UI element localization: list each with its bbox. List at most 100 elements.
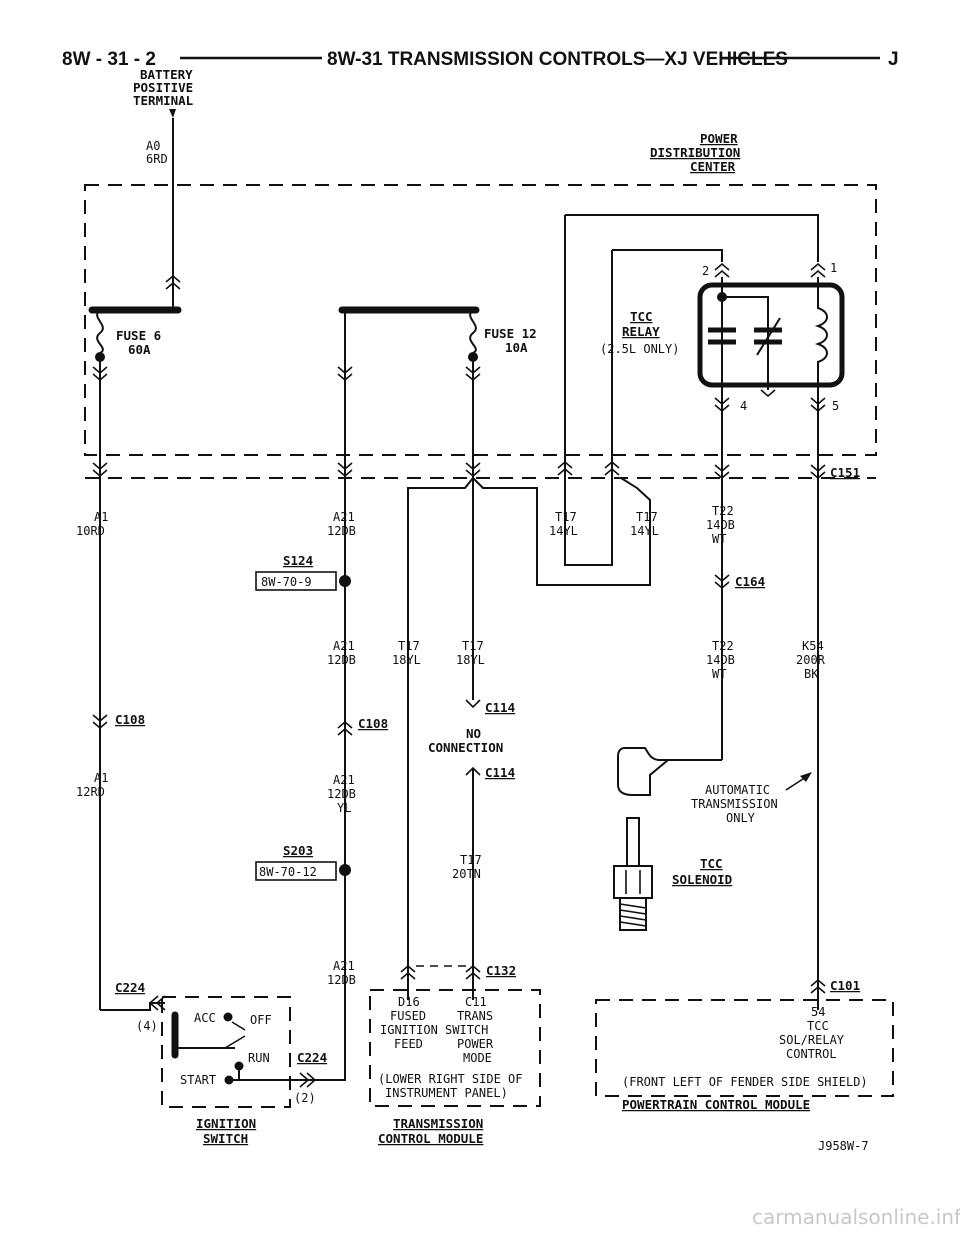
solenoid-body (613, 865, 653, 899)
connector-symbol (337, 462, 353, 478)
c114-no-connection: C114 NO CONNECTION C114 T17 18YL T17 18Y… (392, 639, 515, 1000)
ignition-name-1: IGNITION (196, 1116, 256, 1131)
relay-label-2: RELAY (622, 324, 660, 339)
page-title: 8W-31 TRANSMISSION CONTROLS—XJ VEHICLES (327, 49, 788, 70)
watermark: carmanualsonline.info (752, 1205, 960, 1229)
ignition-acc-label: ACC (194, 1011, 216, 1025)
connector-c224-label: C224 (297, 1050, 327, 1065)
connector-symbol (465, 462, 481, 478)
ignition-switch-outline (161, 996, 291, 1108)
wire-label: A1 (94, 771, 108, 785)
wire-label: 18YL (456, 653, 485, 667)
relay-coil (814, 277, 828, 410)
wire-a21-ignition (229, 975, 346, 1081)
splice-s124-ref: 8W-70-9 (261, 575, 312, 589)
wire-label: T17 (555, 510, 577, 524)
tcm-outline (369, 989, 541, 1107)
connector-c101-symbol (810, 978, 826, 994)
wire-label: A21 (333, 639, 355, 653)
auto-note-1: AUTOMATIC (705, 783, 770, 797)
wire-label: YL (337, 801, 351, 815)
connector-c114-label: C114 (485, 700, 515, 715)
wire-label: T17 (398, 639, 420, 653)
tcm-pin-d16: D16 (398, 995, 420, 1009)
connector-pin-2: (2) (294, 1091, 316, 1105)
pdc-label-2: DISTRIBUTION (650, 145, 740, 160)
wire-label: A21 (333, 773, 355, 787)
ignition-blade (224, 1035, 246, 1049)
page-number: 8W - 31 - 2 (62, 49, 156, 70)
wire-t17-loop-left (407, 477, 474, 1000)
wire-label: A21 (333, 959, 355, 973)
pcm-label-3: CONTROL (786, 1047, 837, 1061)
wire-label: 14YL (549, 524, 578, 538)
tcm-d16-label: FUSED (390, 1009, 426, 1023)
pdc-label-3: CENTER (690, 159, 736, 174)
fuse-6: FUSE 6 60A A1 10RD C108 A1 12RD (76, 306, 182, 1010)
powertrain-control-module: C101 54 TCC SOL/RELAY CONTROL (FRONT LEF… (595, 978, 894, 1112)
wire-t17-loop-right (472, 477, 651, 586)
wire-label: 12RD (76, 785, 105, 799)
ignition-off-blade (231, 1021, 246, 1031)
fuse-6-label: FUSE 6 (116, 328, 161, 343)
fuse-6-element (96, 309, 104, 354)
tcm-c11-label: MODE (463, 1051, 492, 1065)
no-connection-label-1: NO (466, 726, 481, 741)
connector-symbol (337, 366, 353, 382)
battery-terminal: BATTERY POSITIVE TERMINAL A0 6RD (133, 67, 194, 310)
tcm-d16-label: FEED (394, 1037, 423, 1051)
connector-symbol (760, 389, 776, 398)
tcc-relay: TCC RELAY (2.5L ONLY) 2 1 4 5 (600, 261, 845, 413)
connector-symbol (714, 464, 730, 480)
splice-s124: S124 8W-70-9 (255, 553, 351, 591)
tcm-location-2: INSTRUMENT PANEL) (385, 1086, 508, 1100)
wire-label: 200R (796, 653, 826, 667)
connector-symbol (465, 366, 481, 382)
connector-c132: C132 (400, 963, 516, 980)
wire-label: A21 (333, 510, 355, 524)
connector-c108-label: C108 (115, 712, 145, 727)
connector-c132-label: C132 (486, 963, 516, 978)
connector-symbol (400, 964, 416, 980)
transmission-control-module: D16 C11 FUSED TRANS IGNITION SWITCH FEED… (369, 989, 541, 1146)
solenoid-stem (626, 817, 640, 867)
edition-letter: J (888, 49, 899, 70)
tcm-pin-c11: C11 (465, 995, 487, 1009)
relay-case (697, 282, 845, 388)
connector-c151-symbol (810, 464, 826, 480)
pcm-name: POWERTRAIN CONTROL MODULE (622, 1097, 810, 1112)
wire-label: T17 (636, 510, 658, 524)
splice-s203-dot (339, 864, 351, 876)
ignition-name-2: SWITCH (203, 1131, 248, 1146)
tcm-c11-label: POWER (457, 1037, 494, 1051)
leader-arrow-icon (800, 772, 812, 782)
wire-a1-ignition (100, 1002, 165, 1011)
tcm-name-2: CONTROL MODULE (378, 1131, 483, 1146)
connector-pin-4: (4) (136, 1019, 158, 1033)
wire-label: T17 (462, 639, 484, 653)
fuse-12-element (469, 309, 477, 354)
relay-pin-4: 4 (740, 399, 747, 413)
pcm-label-2: SOL/RELAY (779, 1033, 845, 1047)
splice-s203: S203 8W-70-12 (255, 843, 351, 881)
relay-note: (2.5L ONLY) (600, 342, 679, 356)
wire-label: K54 (802, 639, 824, 653)
wire-label: 14YL (630, 524, 659, 538)
connector-symbol (714, 262, 730, 278)
ignition-run-label: RUN (248, 1051, 270, 1065)
wire-label: 12DB (327, 653, 356, 667)
tcm-location-1: (LOWER RIGHT SIDE OF (378, 1072, 523, 1086)
connector-symbol (557, 460, 573, 476)
fuse-12: FUSE 12 10A A21 12DB (327, 306, 537, 980)
connector-c114-symbol (465, 699, 481, 709)
wire-label: BK (804, 667, 819, 681)
pcm-pin: 54 (811, 1005, 825, 1019)
splice-s124-dot (339, 575, 351, 587)
wire-label: 14DB (706, 653, 735, 667)
wire-label: 18YL (392, 653, 421, 667)
wire-label: 14DB (706, 518, 735, 532)
splice-s203-ref: 8W-70-12 (259, 865, 317, 879)
wire-relay-pin2-top (612, 249, 723, 262)
tcm-c11-label: TRANS (457, 1009, 493, 1023)
connector-symbol (465, 964, 481, 980)
